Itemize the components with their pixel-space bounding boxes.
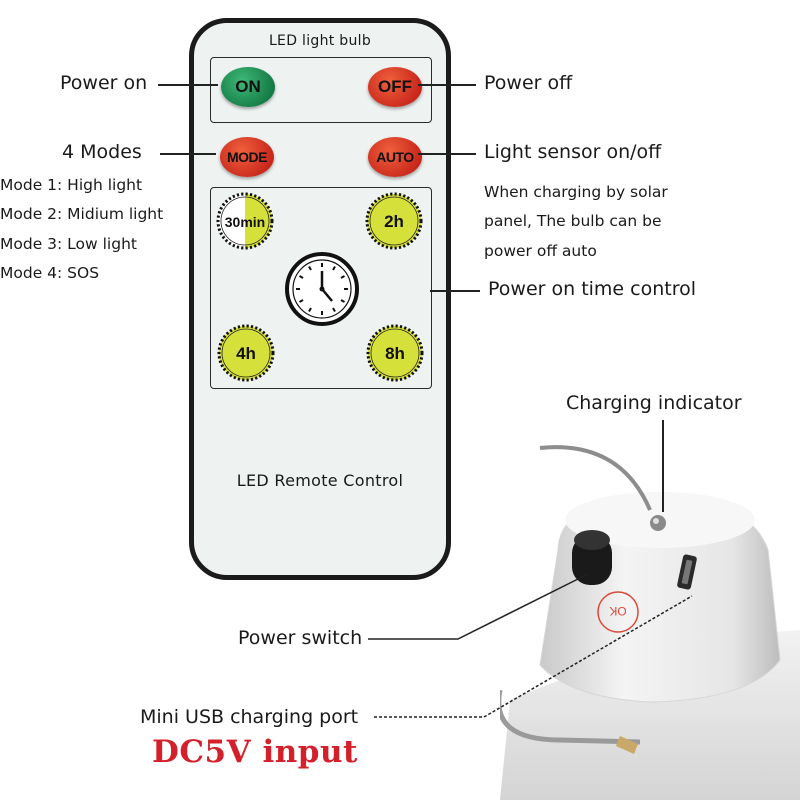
clock-icon xyxy=(285,252,359,326)
usb-port-label: Mini USB charging port xyxy=(140,706,359,728)
time-control-line xyxy=(430,290,480,292)
timer-30min-label: 30min xyxy=(225,214,265,230)
modes-title: 4 Modes xyxy=(62,141,142,163)
remote-title: LED light bulb xyxy=(268,33,372,49)
solar-note-line-2: panel, The bulb can be xyxy=(484,212,662,230)
power-switch-label: Power switch xyxy=(238,627,363,649)
power-on-line xyxy=(158,84,218,86)
timer-4h-button[interactable]: 4h xyxy=(216,323,276,383)
solar-note-line-3: power off auto xyxy=(484,242,597,260)
mode-button[interactable]: MODE xyxy=(220,137,274,177)
remote-footer-label: LED Remote Control xyxy=(236,471,404,490)
usb-port-line xyxy=(374,595,693,718)
time-control-label: Power on time control xyxy=(488,278,697,300)
timer-8h-button[interactable]: 8h xyxy=(365,323,425,383)
mode-item-1: Mode 1: High light xyxy=(0,176,143,194)
timer-2h-button[interactable]: 2h xyxy=(364,191,424,251)
charging-indicator-label: Charging indicator xyxy=(566,392,742,414)
modes-line xyxy=(160,153,216,155)
power-off-label: Power off xyxy=(484,72,573,94)
timer-4h-label: 4h xyxy=(236,344,256,363)
charging-indicator-line xyxy=(662,420,664,512)
auto-button[interactable]: AUTO xyxy=(368,137,422,177)
light-sensor-label: Light sensor on/off xyxy=(484,141,662,163)
power-buttons-panel xyxy=(210,57,432,123)
mode-item-3: Mode 3: Low light xyxy=(0,235,137,253)
on-button[interactable]: ON xyxy=(221,67,275,107)
power-switch-line xyxy=(368,573,589,640)
bulb-marking-text: OK xyxy=(609,604,626,618)
timer-30min-button[interactable]: 30min xyxy=(215,191,275,251)
power-off-line xyxy=(418,84,476,86)
mode-item-4: Mode 4: SOS xyxy=(0,264,100,282)
off-button[interactable]: OFF xyxy=(368,67,422,107)
power-on-label: Power on xyxy=(60,72,148,94)
timer-2h-label: 2h xyxy=(384,212,404,231)
timer-panel xyxy=(210,187,432,389)
remote-control: LED light bulb ON OFF MODE AUTO 30min 2h xyxy=(189,18,451,580)
solar-note-line-1: When charging by solar xyxy=(484,183,668,201)
light-sensor-line xyxy=(418,153,476,155)
mode-item-2: Mode 2: Midium light xyxy=(0,205,164,223)
bulb-image: OK xyxy=(500,445,800,800)
timer-8h-label: 8h xyxy=(385,344,405,363)
dc-input-label: DC5V input xyxy=(152,734,358,770)
